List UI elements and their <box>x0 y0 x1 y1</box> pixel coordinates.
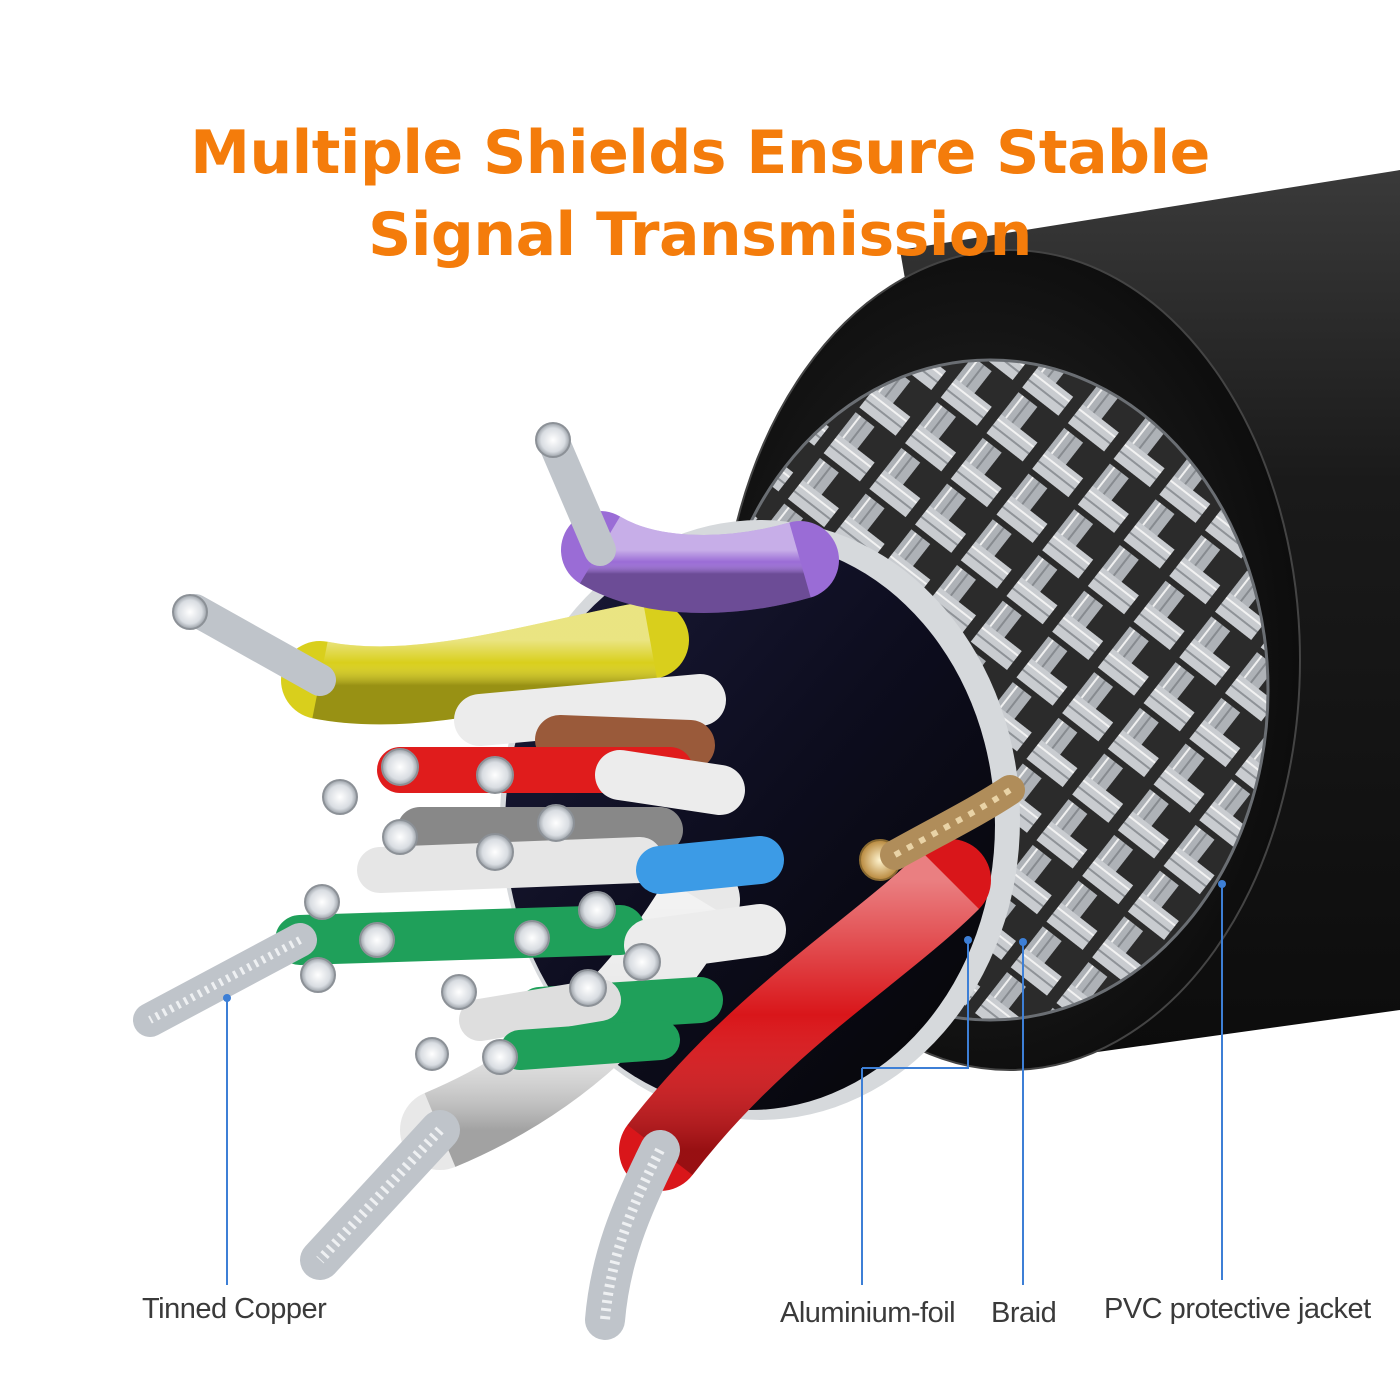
label-pvc-jacket: PVC protective jacket <box>1104 1293 1371 1325</box>
label-tinned-copper: Tinned Copper <box>142 1293 327 1325</box>
copper-drain-wire <box>880 775 1025 870</box>
headline: Multiple Shields Ensure Stable Signal Tr… <box>0 112 1400 276</box>
headline-line-2: Signal Transmission <box>368 200 1032 271</box>
headline-line-1: Multiple Shields Ensure Stable <box>190 118 1210 189</box>
conductor-ends <box>300 748 901 1075</box>
label-braid: Braid <box>991 1297 1057 1329</box>
purple-wire <box>535 422 839 613</box>
signal-pairs <box>133 674 786 1070</box>
callout-lines <box>223 880 1226 1285</box>
label-aluminium-foil: Aluminium-foil <box>780 1297 956 1329</box>
yellow-wire <box>172 594 689 725</box>
